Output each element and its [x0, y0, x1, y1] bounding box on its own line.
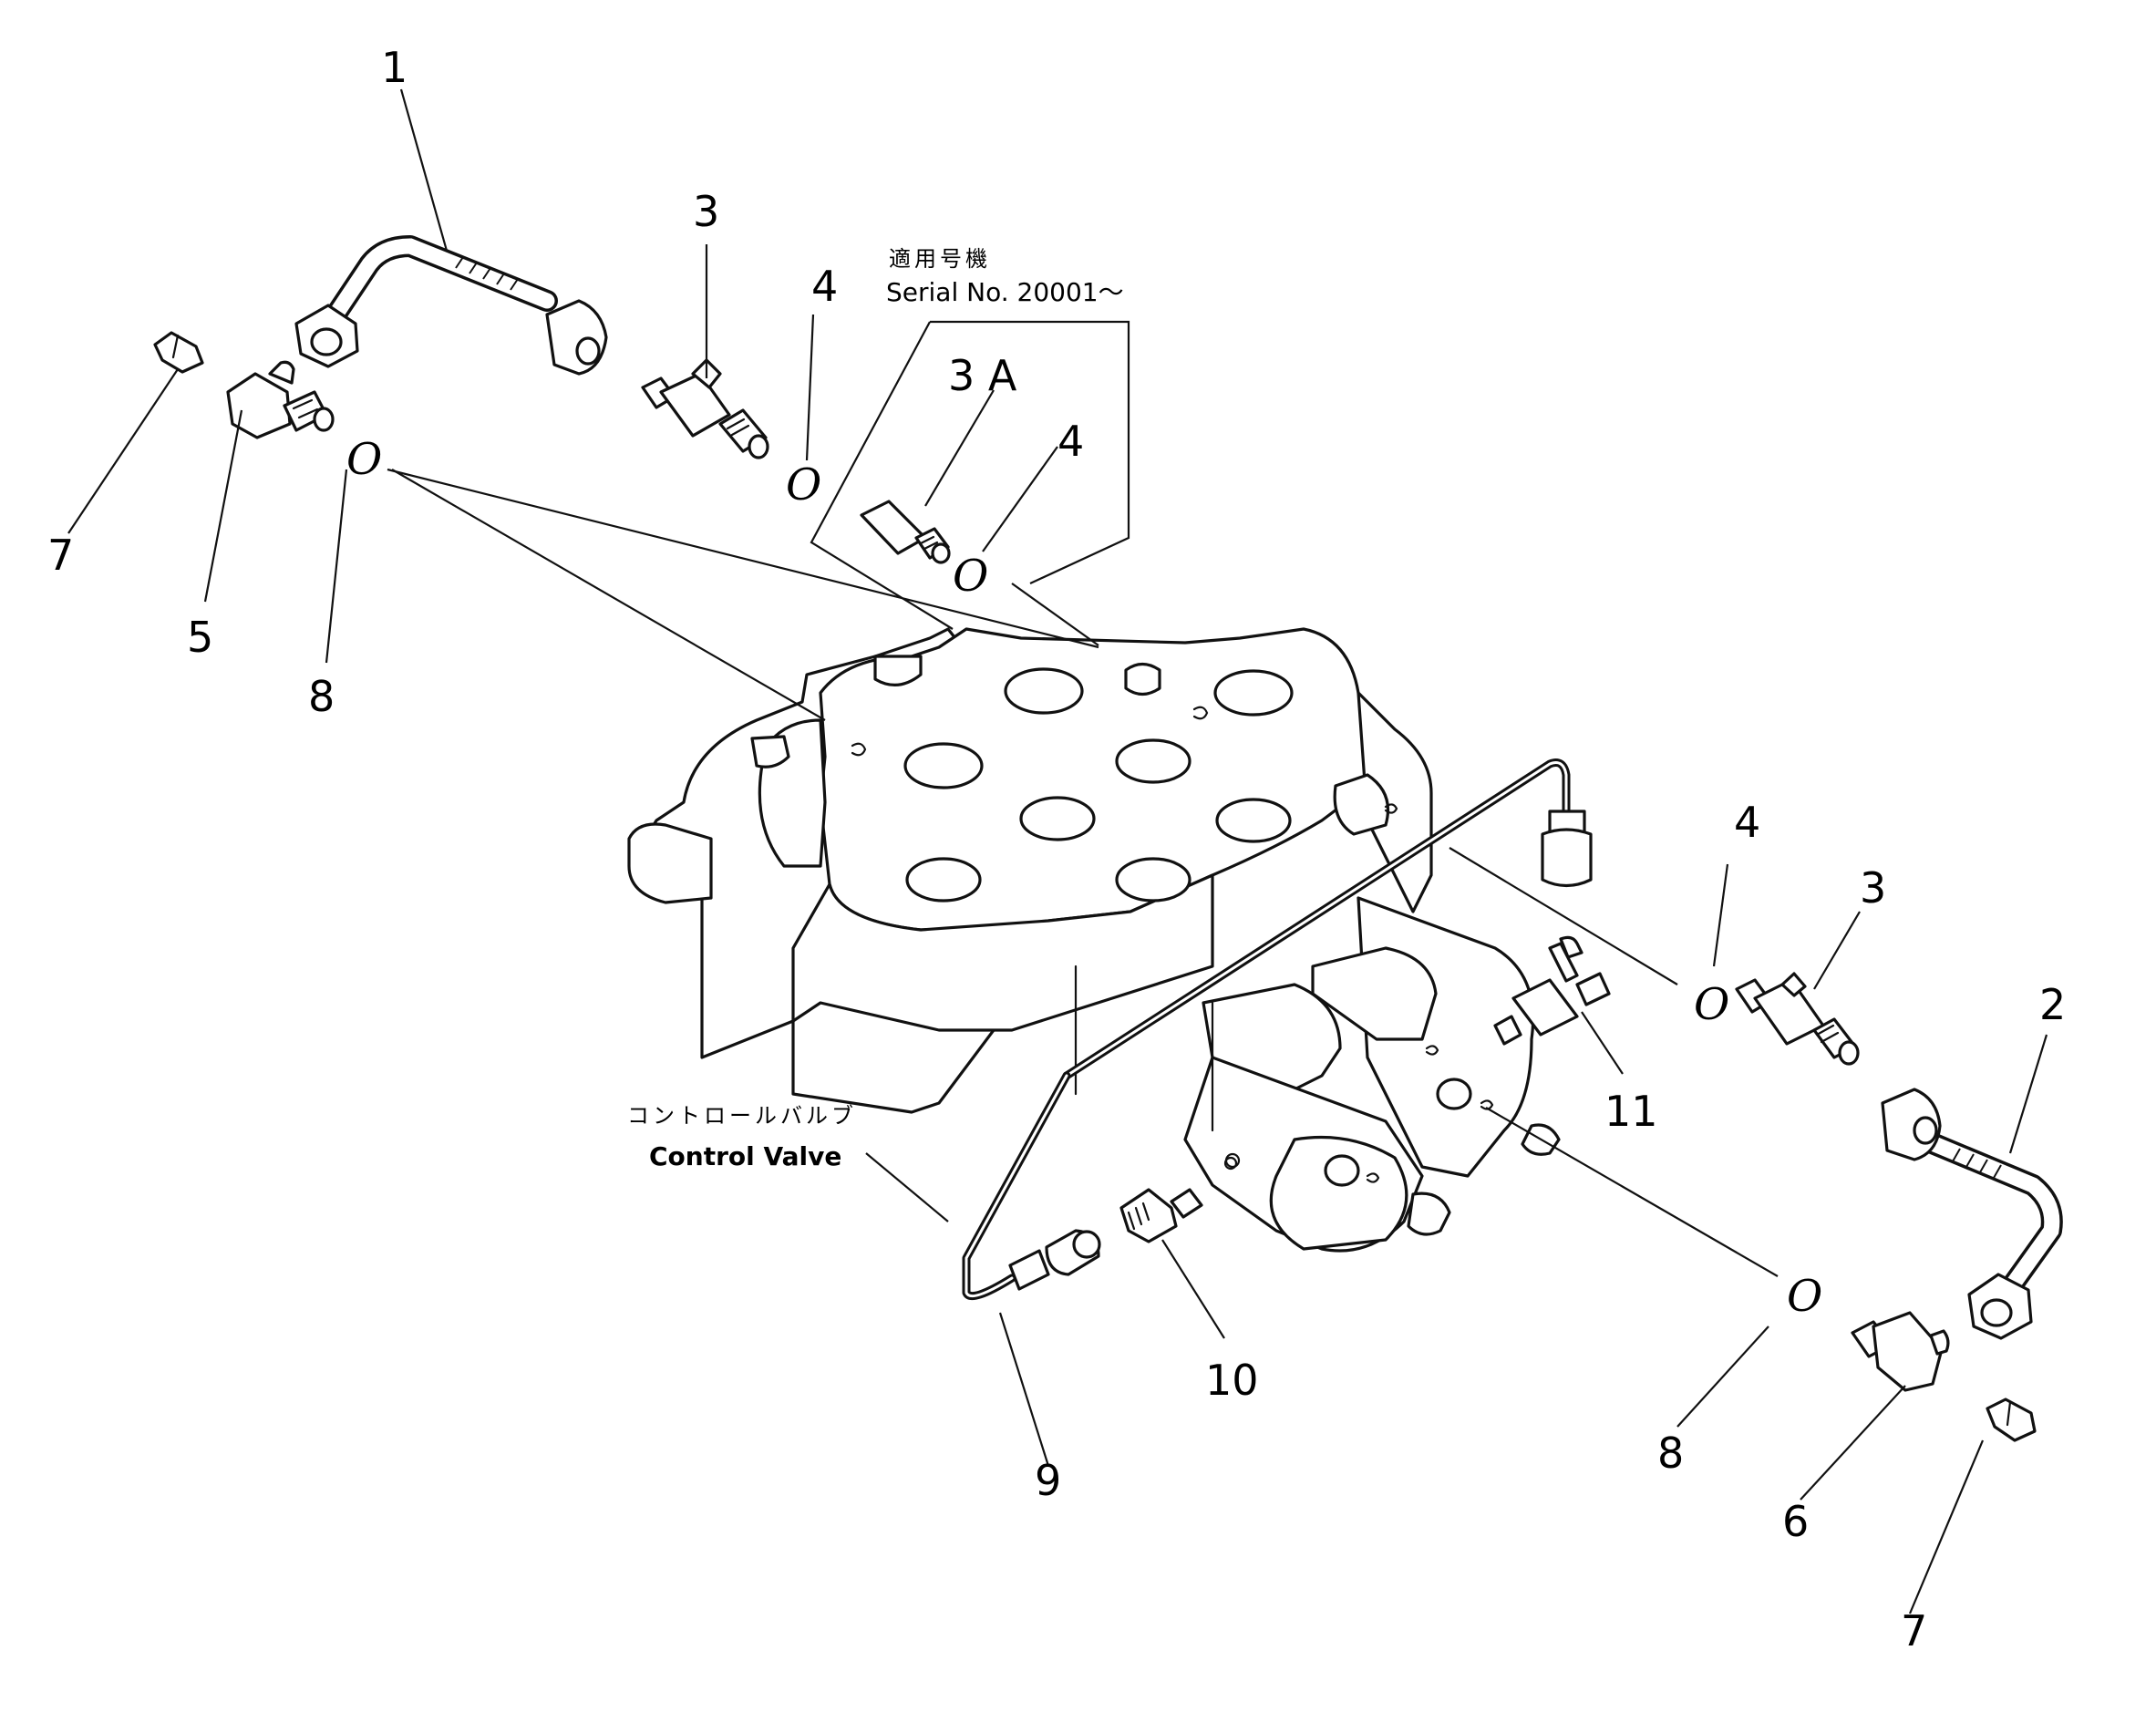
callout-11: 11 — [1604, 1087, 1658, 1136]
fitting-3-top — [641, 358, 769, 459]
callout-labels: 1 3 4 3 A 4 7 5 8 4 3 2 11 10 9 8 6 7 — [47, 43, 2066, 1656]
callout-6: 6 — [1782, 1497, 1809, 1546]
callout-9: 9 — [1035, 1456, 1061, 1505]
serial-note-en: Serial No. 20001～ — [886, 277, 1124, 307]
callout-5: 5 — [187, 613, 213, 662]
oring-right: O — [1694, 979, 1729, 1030]
plug-7-left — [153, 331, 204, 374]
serial-number-box — [810, 320, 1130, 630]
callout-4-box: 4 — [1057, 417, 1084, 466]
plug-7-right — [1986, 1398, 2037, 1442]
notes: 適用号機 Serial No. 20001～ コントロールバルブ Control… — [627, 246, 1124, 1171]
callout-7-left: 7 — [47, 531, 74, 580]
callout-4-top: 4 — [811, 262, 838, 311]
oring-top: O — [786, 459, 821, 511]
callout-7-right: 7 — [1901, 1606, 1927, 1656]
serial-note-jp: 適用号機 — [889, 246, 991, 272]
fitting-3-right — [1735, 972, 1860, 1066]
oring-bottom: O — [1787, 1271, 1822, 1322]
oring-marks: O O O O O — [346, 434, 1822, 1322]
callout-4-right: 4 — [1734, 798, 1760, 847]
leader-lines — [67, 88, 2048, 1614]
oring-left: O — [346, 434, 382, 485]
callout-8-left: 8 — [308, 672, 335, 721]
callout-3-right: 3 — [1860, 863, 1886, 913]
fitting-11 — [1493, 935, 1611, 1046]
control-valve-body — [627, 627, 1561, 1253]
elbow-6 — [1851, 1311, 1950, 1392]
elbow-5 — [226, 360, 335, 439]
callout-2: 2 — [2039, 980, 2066, 1029]
callout-3-top: 3 — [693, 187, 719, 236]
fitting-3A — [860, 500, 951, 564]
valve-label-en: Control Valve — [649, 1141, 841, 1171]
fitting-10 — [1119, 1156, 1238, 1243]
hose-1 — [294, 235, 608, 376]
callout-10: 10 — [1205, 1356, 1259, 1405]
callout-1: 1 — [381, 43, 407, 92]
callout-3A: 3 A — [948, 351, 1017, 400]
valve-label-jp: コントロールバルブ — [627, 1103, 857, 1129]
pipe-9 — [962, 758, 1593, 1300]
oring-box: O — [953, 551, 988, 602]
hose-2 — [1881, 1088, 2063, 1340]
callout-8-right: 8 — [1657, 1429, 1684, 1478]
